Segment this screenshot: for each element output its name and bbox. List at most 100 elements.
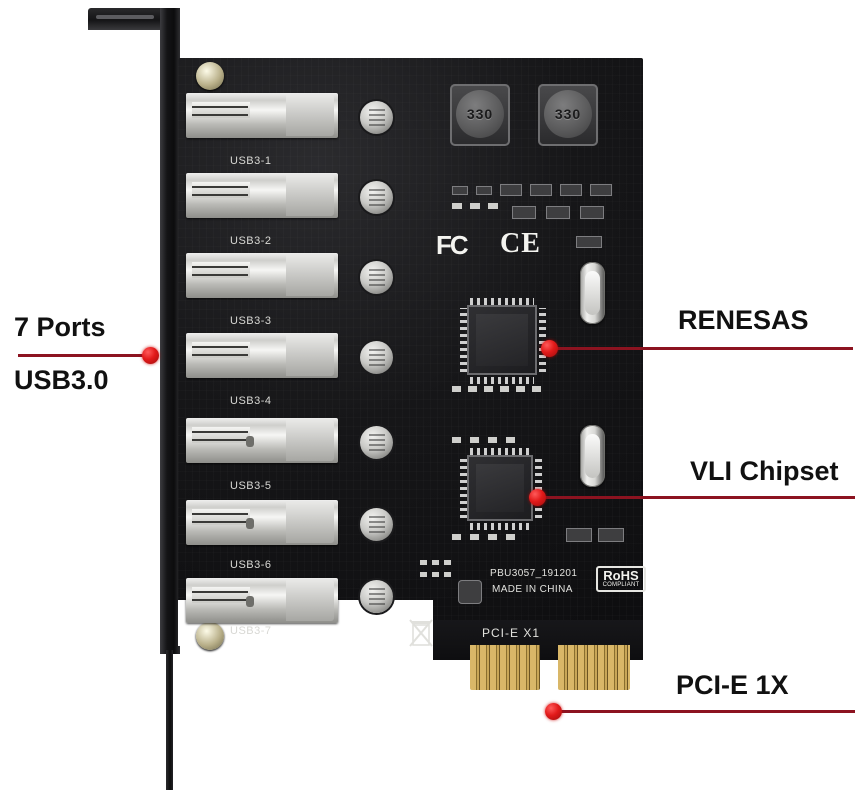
smd-part (566, 528, 592, 542)
callout-label-renesas: RENESAS (678, 305, 809, 335)
smd-part (420, 560, 427, 565)
capacitor-2 (360, 181, 393, 214)
smd-part (452, 386, 461, 392)
smd-part (506, 437, 515, 443)
smd-part (576, 236, 602, 248)
mounting-screw-top (196, 62, 224, 90)
usb-port-1 (186, 93, 338, 138)
callout-line-renesas (553, 347, 853, 350)
smd-part (532, 386, 541, 392)
usb-port-label-5: USB3-5 (230, 480, 272, 492)
smd-part (420, 572, 427, 577)
power-inductor-2: 330 (538, 84, 598, 146)
usb-port-4 (186, 333, 338, 378)
ce-icon: CE (500, 228, 541, 259)
callout-label-ports-line1: 7 Ports (14, 312, 106, 342)
chip-pins (470, 523, 530, 530)
smd-part (444, 560, 451, 565)
smd-part (452, 203, 462, 209)
smd-part (580, 206, 604, 219)
rohs-compliance-mark: RoHS COMPLIANT (596, 566, 646, 592)
capacitor-1 (360, 101, 393, 134)
crystal-oscillator-1 (580, 262, 605, 324)
smd-part (470, 203, 480, 209)
callout-dot-renesas (541, 340, 558, 357)
smd-part (590, 184, 612, 196)
callout-dot-pcie (545, 703, 562, 720)
smd-part (458, 580, 482, 604)
callout-line-vli (541, 496, 855, 499)
bracket-top-tab (88, 8, 174, 30)
smd-part (452, 186, 468, 195)
callout-dot-ports (142, 347, 159, 364)
smd-part (488, 203, 498, 209)
smd-part (470, 534, 479, 540)
smd-part (452, 437, 461, 443)
weee-bin-icon (409, 619, 433, 647)
usb-port-7 (186, 578, 338, 623)
smd-part (512, 206, 536, 219)
smd-part (546, 206, 570, 219)
usb-port-label-6: USB3-6 (230, 559, 272, 571)
power-inductor-1: 330 (450, 84, 510, 146)
bracket-bottom-tail (166, 650, 173, 790)
chip-pins (535, 458, 542, 518)
capacitor-5 (360, 426, 393, 459)
smd-part (432, 572, 439, 577)
usb-port-label-2: USB3-2 (230, 235, 272, 247)
chip-pins (470, 448, 530, 455)
smd-part (488, 437, 497, 443)
callout-label-vli: VLI Chipset (690, 456, 839, 486)
smd-part (506, 534, 515, 540)
callout-line-pcie (557, 710, 855, 713)
chip-pins (470, 298, 534, 305)
smd-part (488, 534, 497, 540)
smd-part (468, 386, 477, 392)
smd-part (500, 386, 509, 392)
callout-label-ports-line2: USB3.0 (14, 365, 109, 395)
capacitor-6 (360, 508, 393, 541)
pci-bracket (160, 8, 180, 654)
mounting-screw-bottom (196, 622, 224, 650)
callout-line-ports (18, 354, 151, 357)
smd-part (470, 437, 479, 443)
bracket-screw-slot (96, 15, 154, 19)
smd-part (500, 184, 522, 196)
usb-port-label-1: USB3-1 (230, 155, 272, 167)
usb-port-label-4: USB3-4 (230, 395, 272, 407)
fcc-icon: FC (436, 230, 469, 260)
rohs-sublabel: COMPLIANT (602, 582, 640, 588)
smd-part (598, 528, 624, 542)
smd-part (484, 386, 493, 392)
rohs-label: RoHS (603, 568, 639, 583)
chip-pins (539, 308, 546, 372)
pcie-gold-fingers (470, 645, 630, 690)
inductor-value-2: 330 (544, 90, 592, 138)
chip-pins (460, 308, 467, 372)
usb-port-2 (186, 173, 338, 218)
board-origin-text: MADE IN CHINA (492, 584, 573, 595)
capacitor-7 (360, 580, 393, 613)
inductor-value-1: 330 (456, 90, 504, 138)
callout-dot-vli (529, 489, 546, 506)
usb-port-label-7: USB3-7 (230, 625, 272, 637)
renesas-controller-chip (467, 305, 537, 375)
smd-part (530, 184, 552, 196)
smd-part (444, 572, 451, 577)
slot-type-label: PCI-E X1 (482, 626, 541, 640)
usb-port-3 (186, 253, 338, 298)
usb-port-5 (186, 418, 338, 463)
callout-label-pcie: PCI-E 1X (676, 670, 789, 700)
board-part-number: PBU3057_191201 (490, 568, 578, 579)
smd-part (476, 186, 492, 195)
smd-part (516, 386, 525, 392)
smd-part (432, 560, 439, 565)
usb-port-label-3: USB3-3 (230, 315, 272, 327)
vli-controller-chip (467, 455, 533, 521)
smd-part (452, 534, 461, 540)
chip-pins (460, 458, 467, 518)
chip-pins (470, 377, 534, 384)
usb-port-6 (186, 500, 338, 545)
crystal-oscillator-2 (580, 425, 605, 487)
